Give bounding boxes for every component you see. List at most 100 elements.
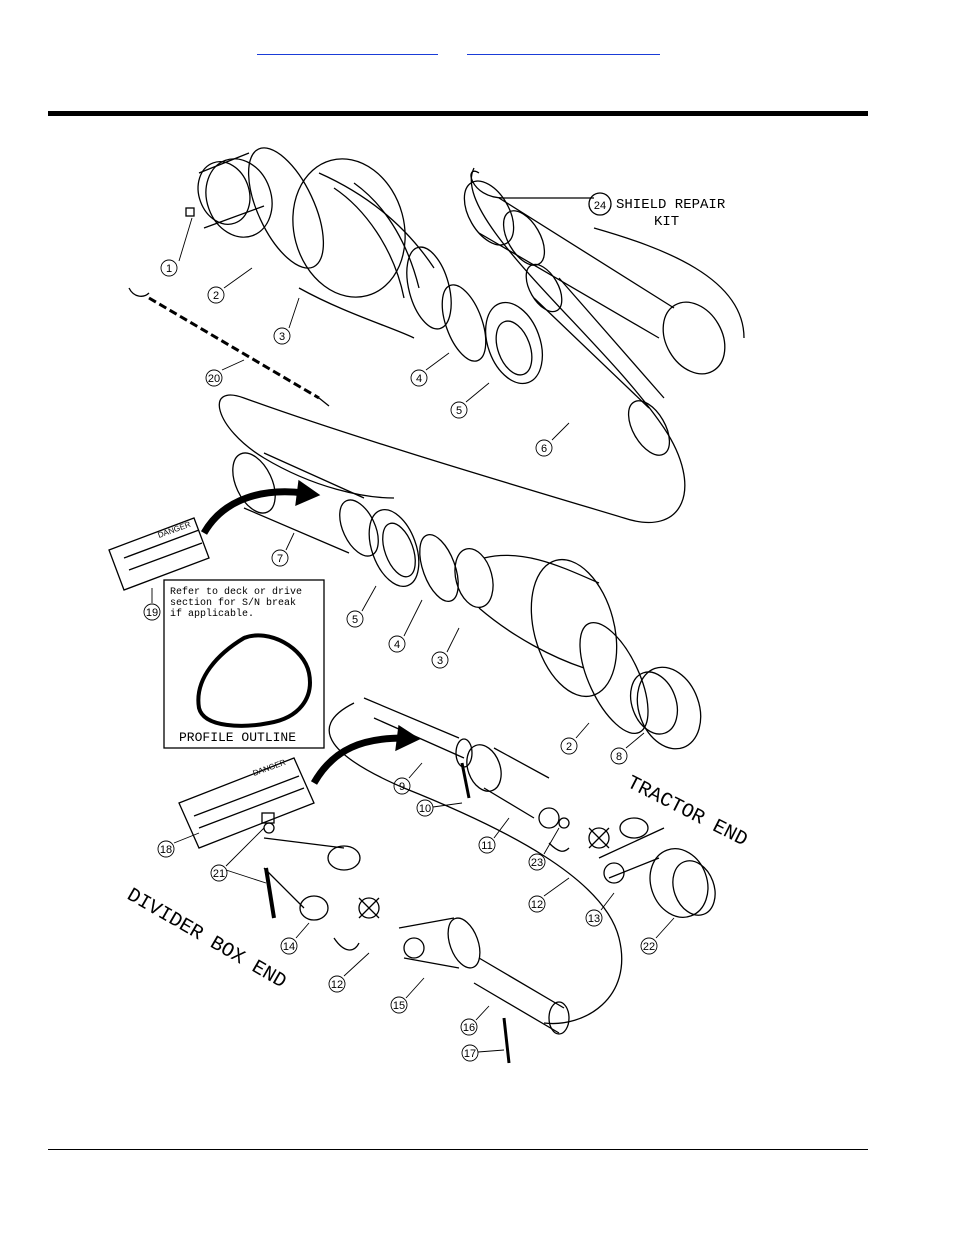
callout-3b: 3 — [431, 627, 460, 669]
svg-text:2: 2 — [566, 741, 572, 753]
decal-19-word: DANGER — [157, 520, 192, 540]
callout-12: 12 — [528, 877, 570, 913]
part-20-chain — [128, 287, 330, 407]
kit-number: 24 — [594, 200, 606, 212]
svg-text:14: 14 — [283, 941, 295, 953]
callout-7: 7 — [271, 532, 295, 567]
svg-text:10: 10 — [419, 803, 431, 815]
arrow-decal-18 — [310, 734, 405, 785]
kit-number-circle — [588, 192, 612, 216]
svg-text:3: 3 — [279, 331, 285, 343]
svg-text:15: 15 — [393, 1000, 405, 1012]
callout-14: 14 — [280, 922, 310, 955]
part-5-bearing-lower — [368, 509, 420, 587]
callout-10: 10 — [416, 799, 463, 817]
svg-text:11: 11 — [481, 840, 492, 852]
decal-19 — [108, 517, 210, 591]
callout-18: 18 — [157, 832, 200, 858]
part-1-end-cap — [185, 152, 273, 238]
part-2-ring — [247, 147, 325, 269]
lower-shield-loop — [328, 702, 623, 1025]
svg-text:13: 13 — [588, 913, 600, 925]
part-13-yoke — [598, 817, 665, 884]
part-15-yoke — [398, 917, 481, 969]
svg-text:8: 8 — [616, 751, 622, 763]
svg-text:7: 7 — [277, 553, 283, 565]
part-4-ring-lower — [419, 534, 459, 602]
svg-text:17: 17 — [464, 1048, 476, 1060]
part-8-end-cap — [629, 666, 702, 750]
callout-5: 5 — [450, 382, 490, 419]
part-3-bellows-lower — [454, 548, 618, 698]
svg-text:12: 12 — [331, 979, 343, 991]
decal-18-word: DANGER — [252, 758, 287, 778]
part-12-clip-lower — [333, 937, 360, 951]
svg-text:4: 4 — [416, 373, 422, 385]
header-rule — [48, 111, 868, 116]
svg-text:4: 4 — [394, 639, 400, 651]
callout-12b: 12 — [328, 952, 370, 993]
part-5-bearing-upper — [485, 301, 543, 385]
callout-23: 23 — [528, 827, 560, 871]
part-3-bellows-upper — [292, 158, 452, 339]
callout-20: 20 — [205, 359, 245, 387]
part-22-collar — [649, 848, 716, 918]
part-24-shield-repair-kit — [463, 180, 726, 375]
svg-text:18: 18 — [160, 844, 172, 856]
kit-bracket — [470, 170, 745, 339]
profile-outline-shape — [196, 633, 312, 728]
svg-text:9: 9 — [399, 781, 405, 793]
footer-rule — [48, 1149, 868, 1150]
arrow-decal-19 — [200, 488, 305, 535]
note-line-1: Refer to deck or drive — [170, 586, 302, 598]
tractor-end-label: TRACTOR END — [623, 772, 751, 852]
svg-text:16: 16 — [463, 1022, 475, 1034]
callout-3: 3 — [273, 297, 300, 345]
upper-cross — [588, 827, 610, 849]
callout-19: 19 — [143, 588, 161, 621]
note-line-3: if applicable. — [170, 608, 254, 620]
svg-text:3: 3 — [437, 655, 443, 667]
upper-shield-loop — [218, 167, 686, 524]
header-link-1[interactable] — [257, 40, 438, 55]
note-line-2: section for S/N break — [170, 597, 296, 609]
part-23-fitting — [558, 817, 570, 829]
part-2-ring-lower — [579, 621, 649, 735]
callout-15: 15 — [390, 977, 425, 1014]
callout-11: 11 — [478, 817, 510, 854]
part-9-tube — [363, 697, 473, 768]
part-7-tube-lower — [232, 452, 379, 557]
kit-label-line1: SHIELD REPAIR — [616, 197, 726, 213]
callout-4b: 4 — [388, 599, 423, 653]
part-14-yoke — [263, 837, 361, 921]
callout-2: 2 — [207, 267, 253, 304]
svg-text:6: 6 — [541, 443, 547, 455]
svg-text:5: 5 — [456, 405, 462, 417]
svg-text:5: 5 — [352, 614, 358, 626]
callout-9: 9 — [393, 762, 423, 795]
callout-22: 22 — [640, 917, 675, 955]
part-16-tube — [473, 957, 570, 1035]
callout-16: 16 — [460, 1005, 490, 1036]
lower-cross — [358, 897, 380, 919]
callout-8: 8 — [610, 732, 645, 765]
part-17-pin — [502, 1017, 511, 1064]
svg-text:2: 2 — [213, 290, 219, 302]
callout-2b: 2 — [560, 722, 590, 755]
header-link-2[interactable] — [467, 40, 660, 55]
callout-5b: 5 — [346, 585, 377, 628]
callout-17: 17 — [461, 1044, 505, 1062]
profile-note-box — [163, 579, 325, 749]
svg-text:23: 23 — [531, 857, 543, 869]
svg-text:1: 1 — [166, 263, 172, 275]
part-10-pin — [460, 762, 471, 799]
profile-outline-label: PROFILE OUTLINE — [179, 730, 296, 745]
svg-text:20: 20 — [208, 373, 220, 385]
callout-6: 6 — [535, 422, 570, 457]
callout-1: 1 — [160, 217, 193, 277]
kit-label-line2: KIT — [654, 214, 679, 230]
svg-text:19: 19 — [146, 607, 158, 619]
part-11-yoke — [466, 744, 560, 829]
callout-21: 21 — [210, 827, 267, 884]
callouts: 1 2 3 4 5 6 20 7 5 4 3 19 2 8 9 10 11 23… — [143, 217, 675, 1062]
